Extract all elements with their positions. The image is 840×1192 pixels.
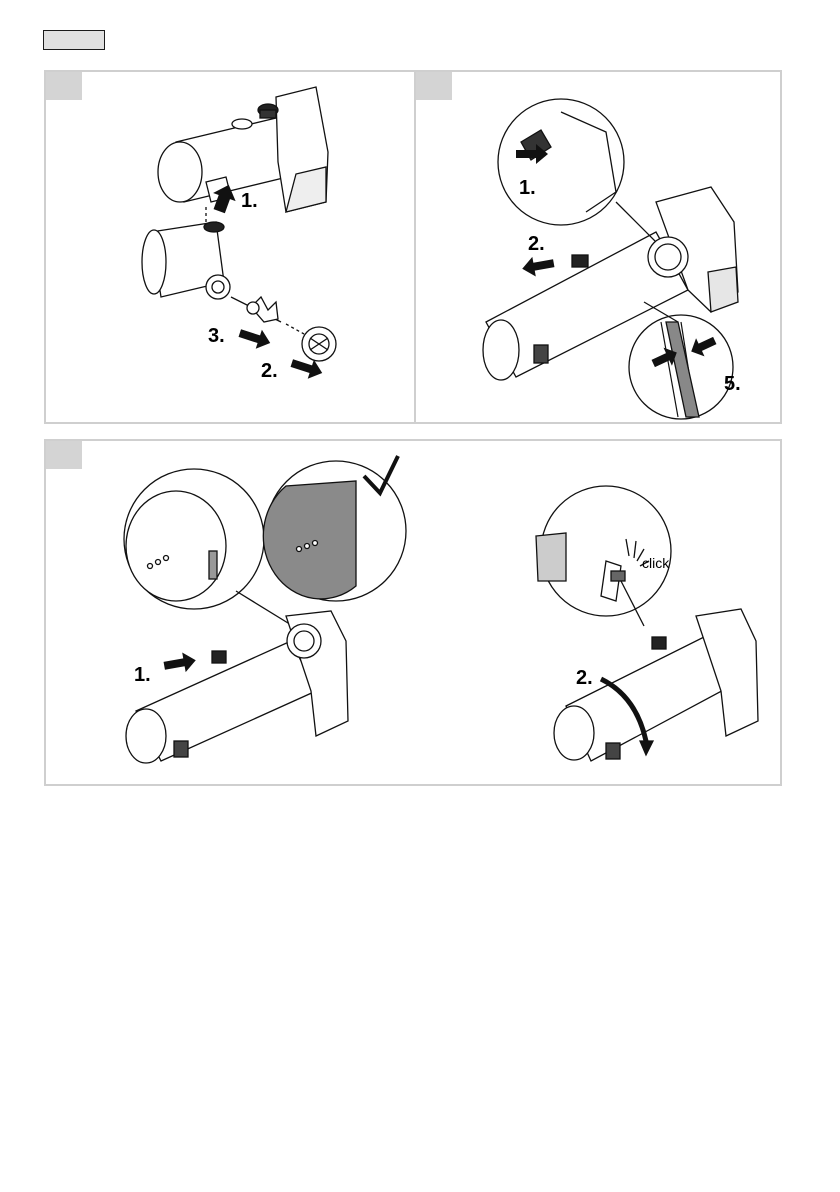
step-1-label: 1. (241, 190, 258, 212)
step-1-label: 1. (519, 177, 536, 199)
step-3-label: 3. (208, 325, 225, 347)
illustration-panel-reassembly: 1. 2. click (44, 439, 782, 786)
reassembly-drawing: 1. 2. click (46, 441, 782, 786)
illustration-panel-uv-unit-removal: 1. 2. 5. (414, 70, 782, 424)
step-2-label: 2. (261, 360, 278, 382)
pump-removal-drawing: 1. 2. 3. (46, 72, 416, 424)
step-1-label: 1. (134, 664, 151, 686)
page-header-tab (43, 30, 105, 50)
illustration-panel-pump-removal: 1. 2. 3. (44, 70, 416, 424)
uv-unit-removal-drawing: 1. 2. 5. (416, 72, 782, 424)
step-2-label: 2. (576, 667, 593, 689)
click-sound-label: click (642, 555, 670, 571)
step-5-label: 5. (724, 373, 741, 395)
step-2-label: 2. (528, 233, 545, 255)
